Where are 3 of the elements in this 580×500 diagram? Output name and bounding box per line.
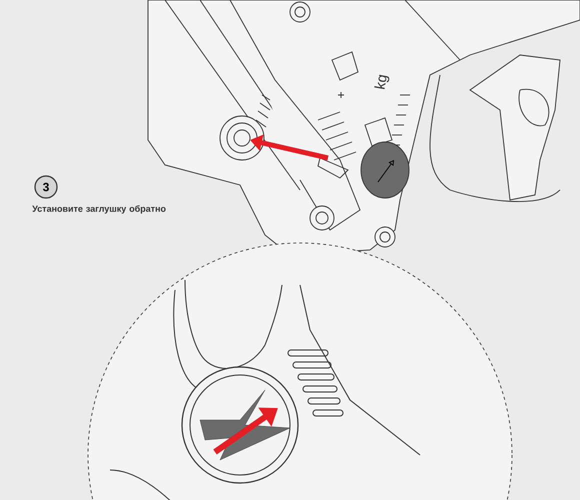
step-number: 3 — [34, 175, 58, 199]
weight-marking: kg — [374, 74, 390, 90]
instruction-text: Установите заглушку обратно — [32, 205, 166, 214]
